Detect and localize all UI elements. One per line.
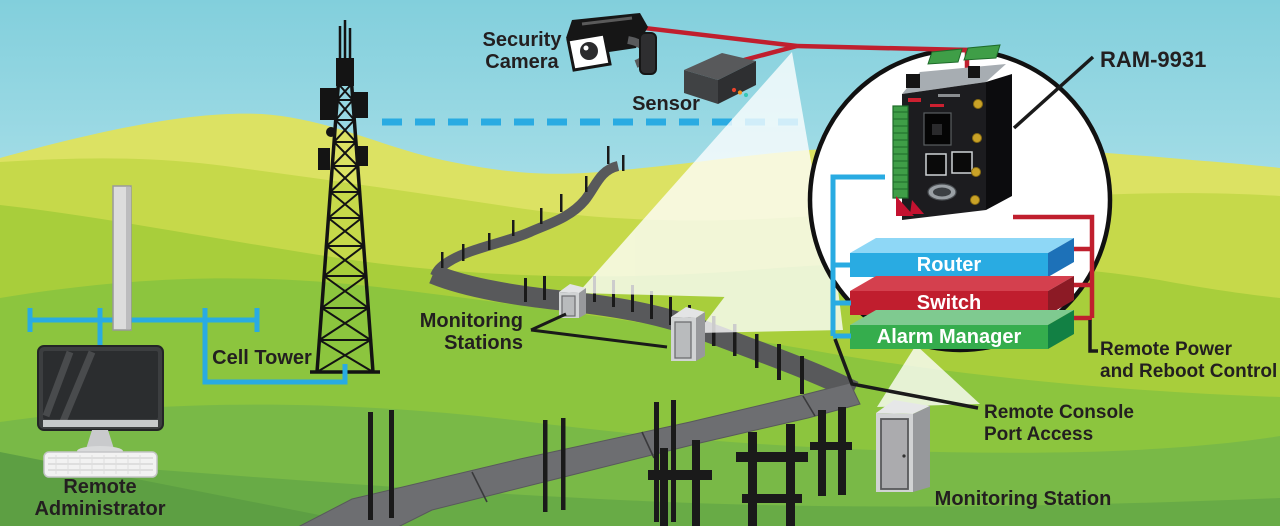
keyboard-icon: [43, 451, 158, 478]
red-wire-lines: [627, 23, 1095, 321]
blue-network-lines: [27, 308, 348, 385]
sensor-label: Sensor: [632, 93, 700, 115]
pipeline-mid-segment: [429, 264, 859, 400]
software-stack: Router Switch Alarm Manager: [850, 238, 1074, 349]
hill-6: [0, 458, 1280, 526]
remote-administrator-label-line2: Administrator: [34, 498, 165, 520]
monitoring-stations-leaders: [530, 312, 668, 349]
leader-lines: [530, 55, 1098, 410]
router-box: Router: [850, 238, 1074, 277]
signal-beams: [578, 52, 980, 407]
alarm-manager-label: Alarm Manager: [877, 326, 1022, 348]
remote-power-label-line2: and Reboot Control: [1100, 361, 1277, 382]
monitoring-station-label: Monitoring Station: [935, 488, 1112, 510]
sensor-icon: [684, 53, 756, 104]
remote-administrator-label-line1: Remote: [63, 476, 136, 498]
remote-console-label-line1: Remote Console: [984, 402, 1134, 423]
remote-power-tick: [1088, 320, 1098, 353]
monitoring-station-3-icon: [876, 400, 930, 492]
beam-station-2: [697, 168, 843, 333]
beam-station-3: [877, 345, 980, 407]
camera-wire: [627, 23, 798, 49]
utility-pole-icon: [112, 185, 132, 331]
router-label: Router: [917, 254, 982, 276]
monitoring-stations-label-line2: Stations: [444, 332, 523, 354]
sensor-wire: [743, 43, 798, 63]
ram-9931-device-image: [892, 44, 1012, 220]
cell-tower-label: Cell Tower: [212, 347, 312, 369]
switch-box: Switch: [850, 276, 1074, 315]
monitoring-stations-label-line1: Monitoring: [420, 310, 523, 332]
remote-power-label-line1: Remote Power: [1100, 339, 1233, 360]
blue-console-bracket: [830, 174, 885, 339]
pipeline-near-segment: [298, 382, 861, 526]
alarm-manager-box: Alarm Manager: [850, 310, 1074, 349]
remote-console-label-line2: Port Access: [984, 424, 1093, 445]
security-camera-label-line2: Camera: [485, 51, 559, 73]
pipeline-supports: [368, 400, 852, 526]
ram-device-label: RAM-9931: [1100, 47, 1206, 72]
monitoring-station-2-icon: [671, 307, 705, 361]
cell-tower-icon: [310, 20, 380, 374]
red-power-bracket: [1013, 214, 1095, 321]
monitoring-station-1-icon: [559, 284, 586, 318]
remote-console-leader: [833, 338, 979, 410]
security-camera-icon: [566, 13, 657, 75]
ram-leader-line: [1012, 55, 1095, 130]
security-camera-label-line1: Security: [483, 29, 563, 51]
desktop-computer-icon: [37, 345, 164, 478]
blue-link-to-tower: [202, 320, 348, 385]
switch-label: Switch: [917, 292, 981, 314]
